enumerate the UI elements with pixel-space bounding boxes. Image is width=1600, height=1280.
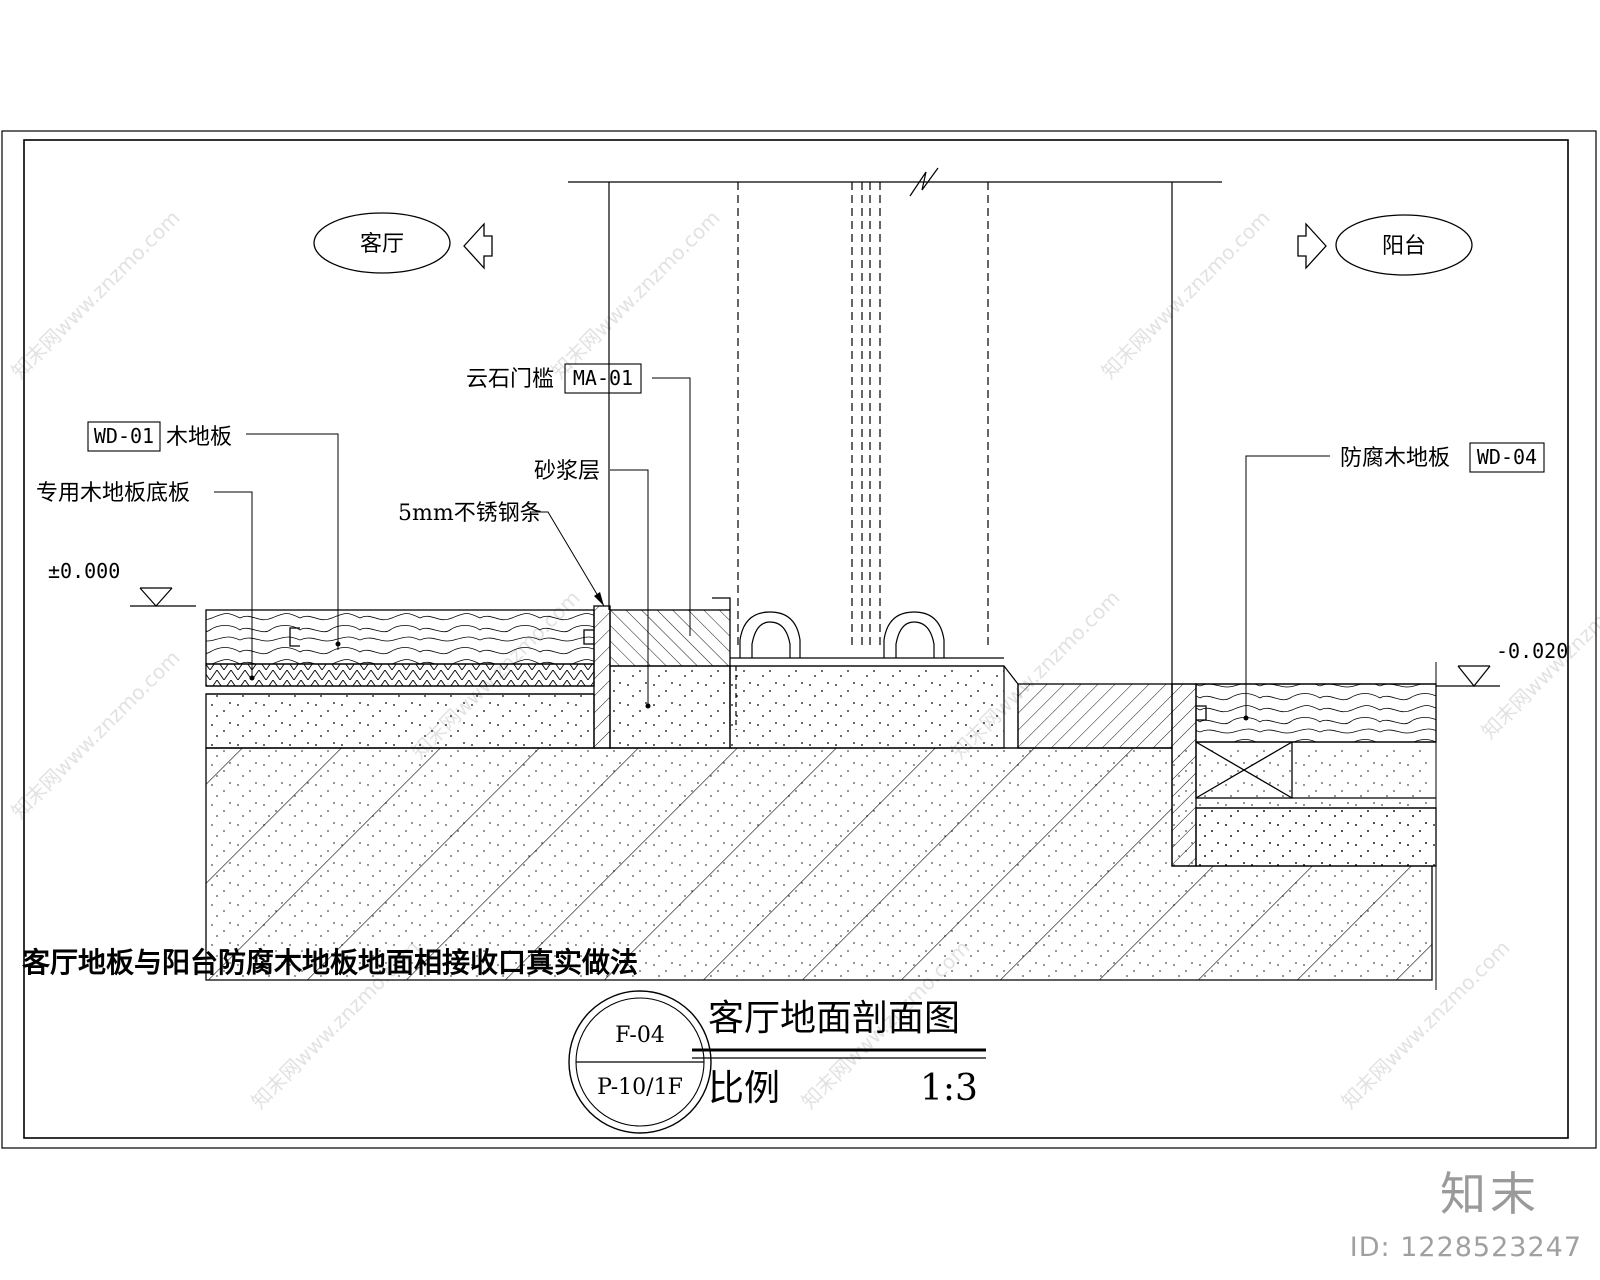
scale-label: 比例 [708, 1068, 780, 1109]
drawing-title: 客厅地面剖面图 [708, 998, 960, 1039]
threshold-stone [609, 609, 731, 667]
wood-floor-label: 木地板 [166, 425, 232, 450]
room-tag-left: 客厅 [313, 212, 493, 274]
threshold-code: MA-01 [573, 366, 633, 390]
level-right-text: -0.020 [1496, 639, 1568, 663]
watermark-text: 知末网www.znzmo.com [1097, 206, 1275, 384]
callout-threshold: 云石门槛 MA-01 [466, 363, 691, 636]
callout-balcony-floor: 防腐木地板 WD-04 [1243, 442, 1545, 721]
image-id: ID: 1228523247 [1349, 1232, 1582, 1263]
balcony-floor-code: WD-04 [1477, 445, 1537, 469]
drawing-number: F-04 [615, 1023, 665, 1048]
callout-steel-strip: 5mm不锈钢条 [398, 501, 605, 607]
scale-value: 1:3 [920, 1068, 978, 1109]
arrow-left-icon [463, 222, 493, 270]
room-label-balcony: 阳台 [1382, 234, 1426, 259]
balcony-mortar [1195, 807, 1437, 867]
room-tag-right: 阳台 [1297, 214, 1473, 276]
mortar-label: 砂浆层 [534, 459, 600, 484]
balcony-angle [1171, 683, 1197, 867]
subfloor-label: 专用木地板底板 [36, 481, 190, 506]
left-wood-floor [205, 609, 595, 665]
brand-logo: 知末 [1440, 1167, 1540, 1221]
watermark-text: 知末网www.znzmo.com [7, 646, 185, 824]
outer-frame [1, 130, 1597, 1149]
level-marker-right: -0.020 [1436, 639, 1568, 687]
watermark-text: 知末网www.znzmo.com [7, 206, 185, 384]
room-label-living: 客厅 [360, 232, 404, 257]
left-subfloor [205, 663, 595, 687]
title-block: F-04 P-10/1F 客厅地面剖面图 比例 1:3 [568, 990, 986, 1134]
threshold-mortar [609, 665, 731, 749]
balcony-floor-label: 防腐木地板 [1340, 446, 1450, 471]
door-frame [568, 167, 1222, 690]
wood-floor-code: WD-01 [94, 424, 154, 448]
door-track [729, 611, 1019, 749]
balcony-wood-floor [1195, 683, 1437, 743]
inner-frame [23, 139, 1569, 1139]
watermark-text: 知末网www.znzmo.com [547, 206, 725, 384]
steel-strip-label: 5mm不锈钢条 [398, 501, 542, 526]
level-left-text: ±0.000 [48, 559, 120, 583]
arrow-right-icon [1297, 222, 1327, 270]
callout-wood-floor: WD-01 木地板 [87, 421, 341, 650]
transition-block [1017, 683, 1173, 749]
left-mortar [205, 693, 595, 749]
joist [1195, 741, 1293, 799]
threshold-label: 云石门槛 [466, 367, 554, 392]
drawing-caption: 客厅地板与阳台防腐木地板地面相接收口真实做法 [22, 946, 638, 979]
sheet-reference: P-10/1F [597, 1075, 683, 1100]
steel-strip [593, 605, 611, 749]
floor-section [205, 597, 1437, 990]
callout-subfloor: 专用木地板底板 [36, 481, 255, 681]
level-marker-left: ±0.000 [48, 559, 196, 607]
